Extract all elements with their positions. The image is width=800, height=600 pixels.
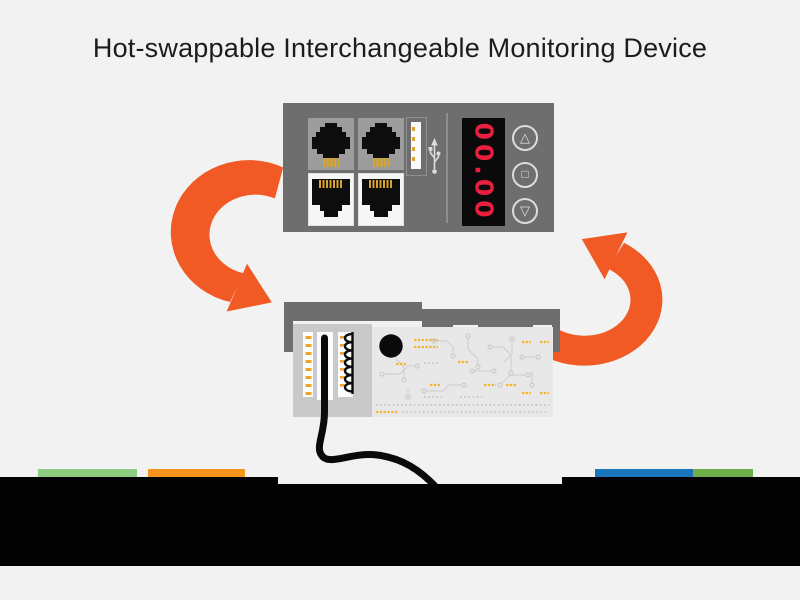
rj-plug-icon	[312, 123, 350, 167]
mounting-hole	[378, 333, 403, 358]
arrow-right-up-icon	[540, 232, 663, 366]
triangle-up-icon: △	[520, 130, 530, 145]
rj45-socket-icon	[362, 179, 400, 217]
contact-bar-green-left	[38, 469, 137, 478]
connector-detail	[305, 332, 354, 396]
pcb-traces	[375, 333, 549, 413]
base-band-left	[0, 477, 278, 566]
down-button: ▽	[512, 198, 538, 224]
base-band-middle	[278, 484, 562, 566]
usb-slot	[411, 122, 421, 169]
contact-bar-green-right	[693, 469, 753, 478]
led-display: 00.00	[462, 118, 505, 226]
square-icon: □	[521, 166, 529, 181]
page-title: Hot-swappable Interchangeable Monitoring…	[92, 33, 708, 63]
rj45-socket-icon	[312, 179, 350, 217]
arrow-left-down-icon	[170, 160, 284, 312]
pin-slot-1	[303, 331, 314, 397]
contact-bar-blue	[595, 469, 693, 478]
din-rail	[283, 301, 422, 321]
base-band-right	[562, 477, 800, 566]
contact-bar-orange	[147, 469, 245, 478]
rj-plug-icon	[362, 123, 400, 167]
rj45-socket-2	[358, 173, 404, 226]
rj-port-top-2	[358, 118, 404, 170]
up-button: △	[512, 125, 538, 151]
triangle-down-icon: ▽	[520, 203, 530, 218]
rj45-socket-1	[308, 173, 354, 226]
usb-port	[406, 117, 427, 176]
coil-spring-icon	[343, 332, 354, 395]
rj-port-top-1	[308, 118, 354, 170]
panel-divider	[446, 113, 448, 223]
monitoring-device: 00.00 △ □ ▽	[283, 103, 554, 232]
usb-trident-icon	[428, 138, 441, 174]
stop-button: □	[512, 161, 538, 188]
